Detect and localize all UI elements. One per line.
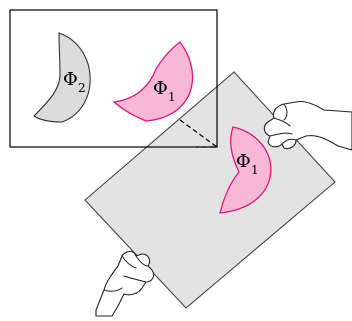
phi2-symbol: Φ	[63, 69, 78, 90]
phi1-piece-sheet	[219, 126, 272, 214]
phi2-label: Φ 2	[63, 69, 86, 95]
phi2-piece	[33, 32, 91, 123]
phi1-frame-label: Φ 1	[153, 78, 176, 104]
reference-frame	[9, 9, 218, 148]
phi1-sheet-label: Φ 1	[236, 151, 259, 177]
upper-hand	[263, 100, 352, 151]
phi1-piece-frame	[112, 41, 194, 122]
phi1-sheet-symbol: Φ	[236, 151, 251, 172]
dashed-sheet-edge	[179, 119, 219, 148]
phi1-sheet-subscript: 1	[251, 163, 259, 177]
phi1-frame-subscript: 1	[168, 90, 176, 104]
phi2-subscript: 2	[78, 81, 86, 95]
phi1-frame-symbol: Φ	[153, 78, 168, 99]
lower-hand	[95, 250, 155, 317]
